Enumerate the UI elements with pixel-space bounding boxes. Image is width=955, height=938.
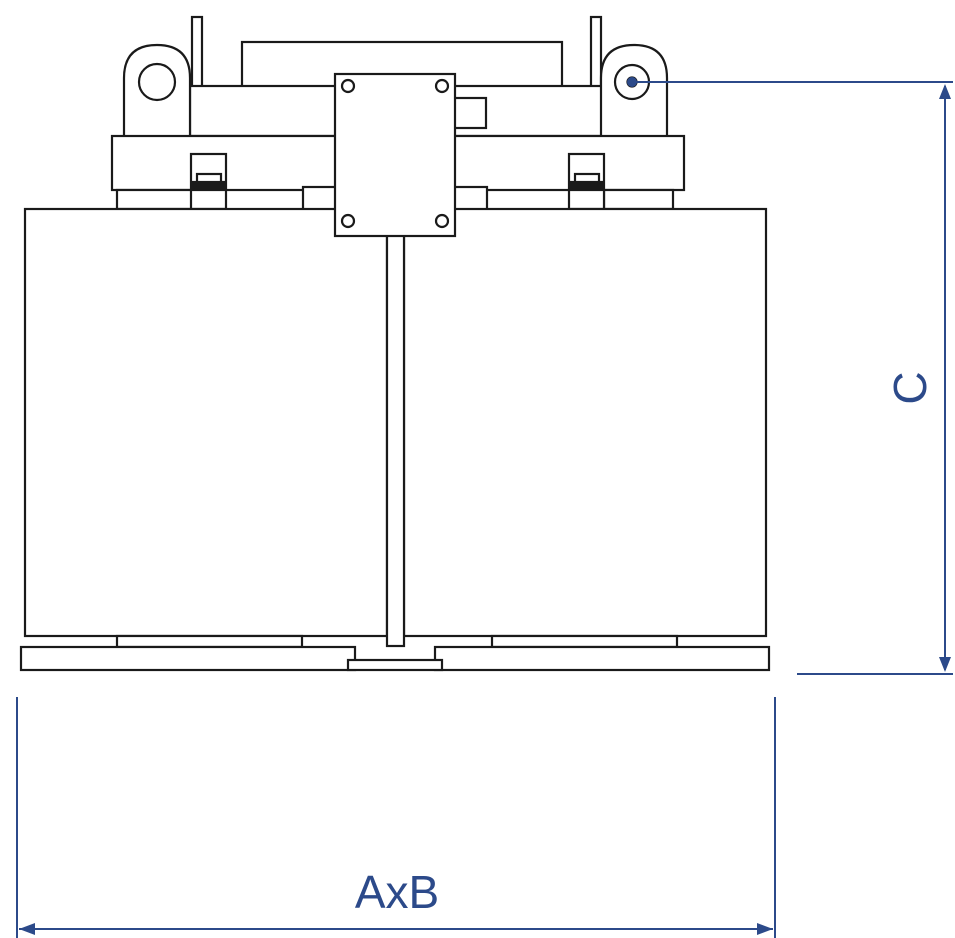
right-coil-support	[490, 634, 679, 649]
height-origin-dot	[627, 77, 637, 87]
height-arrow-bottom	[939, 657, 951, 672]
terminal-box	[333, 72, 457, 238]
right-base-plate	[433, 645, 771, 672]
width-arrow-right	[757, 923, 773, 935]
left-bolt-nut	[191, 180, 226, 192]
width-dimension-label: AxB	[355, 866, 439, 918]
terminal-screw-tr	[434, 78, 450, 94]
right-coil	[402, 207, 768, 638]
center-core-leg	[385, 232, 406, 648]
top-connector	[452, 96, 488, 130]
height-dimension-label: C	[884, 371, 936, 404]
frame-lower-strip-right	[602, 188, 675, 211]
left-coil-support	[115, 634, 304, 649]
terminal-screw-tl	[340, 78, 356, 94]
width-arrow-left	[19, 923, 35, 935]
terminal-screw-br	[434, 213, 450, 229]
height-arrow-top	[939, 84, 951, 99]
dimension-lines	[16, 77, 953, 938]
left-base-plate	[19, 645, 357, 672]
frame-lower-strip-left	[115, 188, 194, 211]
transformer-outline	[19, 15, 771, 672]
left-coil	[23, 207, 389, 638]
center-base-block	[346, 658, 444, 672]
terminal-screw-bl	[340, 213, 356, 229]
right-bolt-nut	[569, 180, 604, 192]
left-lug-hole	[137, 62, 177, 102]
